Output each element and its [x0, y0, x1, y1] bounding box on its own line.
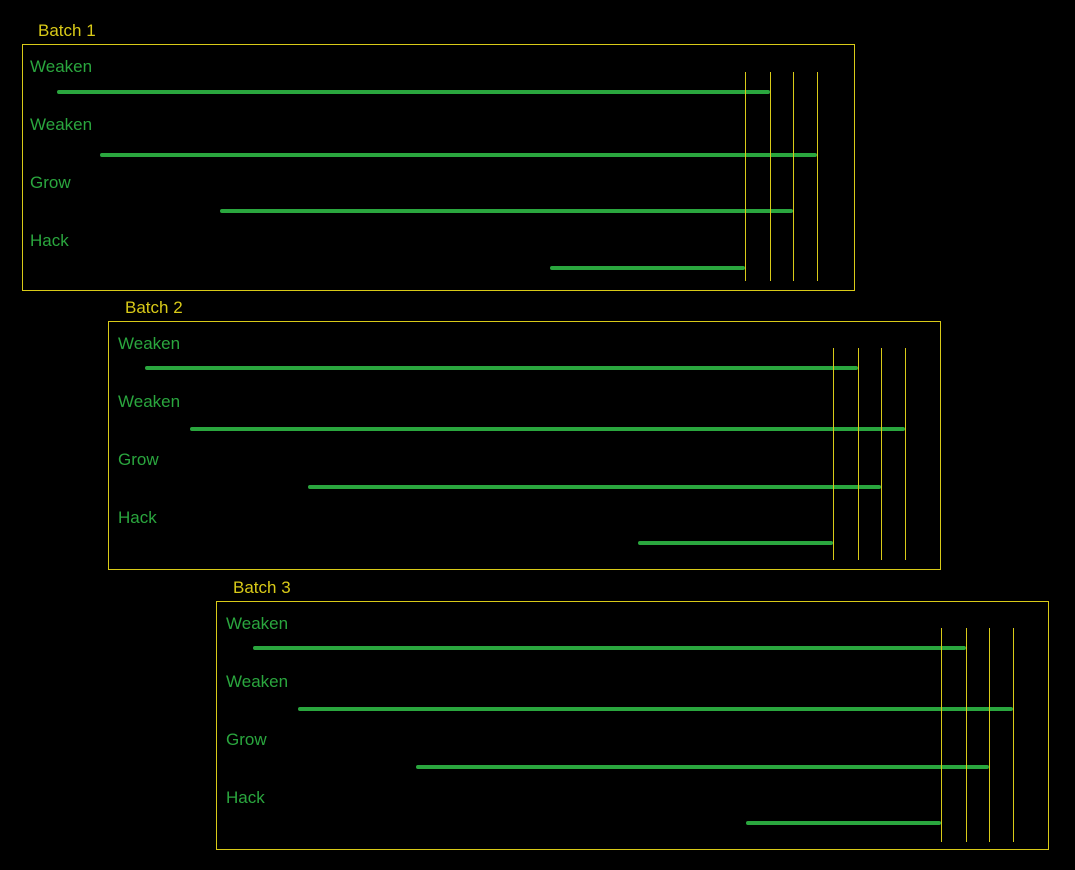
- task-bar-grow: [220, 209, 793, 213]
- finish-time-line: [770, 72, 771, 281]
- finish-time-line: [745, 72, 746, 281]
- task-label: Hack: [118, 508, 157, 527]
- task-bar-hack: [638, 541, 833, 545]
- task-label: Hack: [30, 231, 69, 250]
- task-bar-grow: [416, 765, 989, 769]
- finish-time-line: [905, 348, 906, 560]
- task-label: Grow: [118, 450, 159, 469]
- task-label: Weaken: [226, 614, 289, 633]
- task-bar-grow: [308, 485, 881, 489]
- finish-time-line: [881, 348, 882, 560]
- finish-time-line: [793, 72, 794, 281]
- batch-title: Batch 3: [233, 578, 291, 597]
- task-label: Weaken: [118, 334, 181, 353]
- finish-time-line: [833, 348, 834, 560]
- task-bar-weaken: [298, 707, 1013, 711]
- task-label: Weaken: [118, 392, 181, 411]
- task-bar-weaken: [100, 153, 817, 157]
- task-bar-hack: [746, 821, 941, 825]
- finish-time-line: [1013, 628, 1014, 842]
- finish-time-line: [941, 628, 942, 842]
- finish-time-line: [858, 348, 859, 560]
- task-label: Hack: [226, 788, 265, 807]
- batch-title: Batch 1: [38, 21, 96, 40]
- finish-time-line: [989, 628, 990, 842]
- task-bar-weaken: [190, 427, 905, 431]
- batch-box: [216, 601, 1049, 850]
- task-bar-weaken: [253, 646, 966, 650]
- finish-time-line: [966, 628, 967, 842]
- batch-box: [108, 321, 941, 570]
- batch-box: [22, 44, 855, 291]
- batch-title: Batch 2: [125, 298, 183, 317]
- task-label: Weaken: [226, 672, 289, 691]
- task-label: Weaken: [30, 57, 93, 76]
- task-label: Grow: [30, 173, 71, 192]
- task-bar-hack: [550, 266, 745, 270]
- task-label: Weaken: [30, 115, 93, 134]
- task-label: Grow: [226, 730, 267, 749]
- task-bar-weaken: [57, 90, 770, 94]
- finish-time-line: [817, 72, 818, 281]
- task-bar-weaken: [145, 366, 858, 370]
